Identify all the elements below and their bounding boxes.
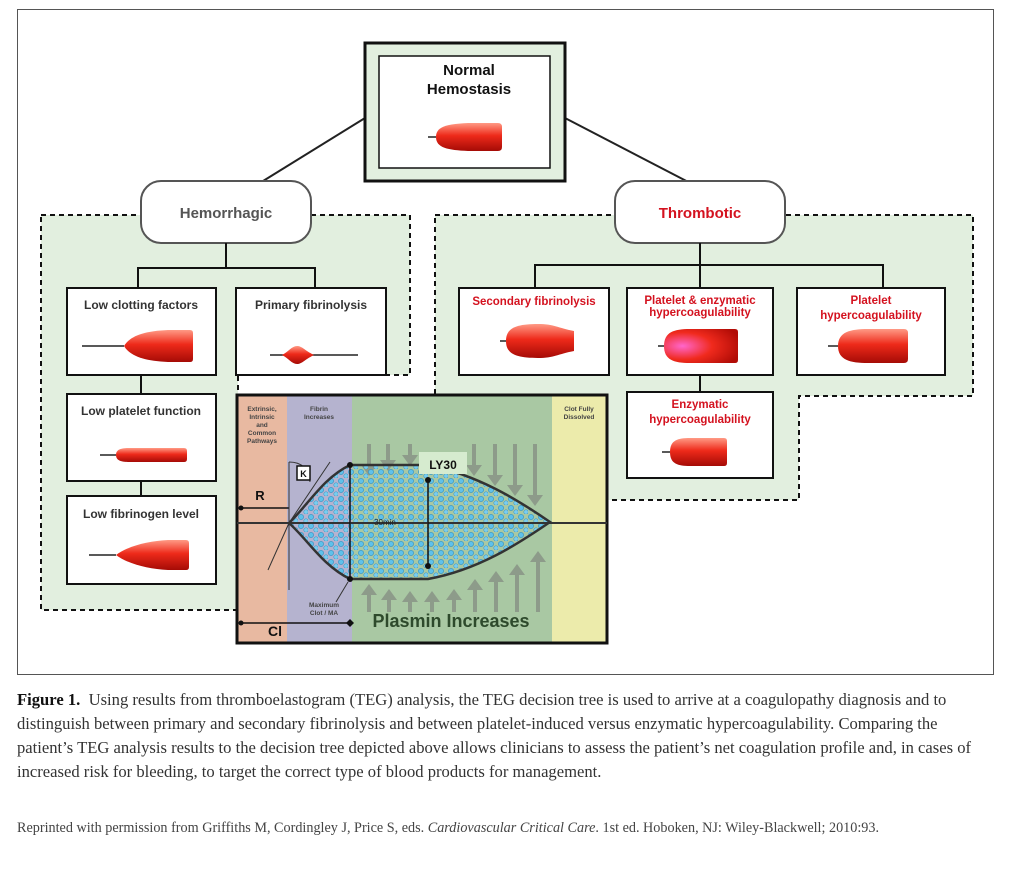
teg-cl-label: Cl (268, 623, 282, 639)
platelet-hypercoagulability-clot-icon (828, 329, 908, 363)
teg-plasmin-label: Plasmin Increases (372, 611, 529, 631)
hemorrhagic-title: Hemorrhagic (180, 205, 273, 222)
teg-zone4-label-1: Clot Fully (564, 406, 594, 413)
low-clotting-factors-label: Low clotting factors (84, 298, 198, 312)
platelet-hypercoagulability-label-2: hypercoagulability (820, 310, 922, 322)
primary-fibrinolysis-clot-icon (270, 346, 358, 364)
enzymatic-clot-icon (662, 438, 727, 466)
platelet-enzymatic-label-2: hypercoagulability (649, 307, 751, 319)
credit-suffix: . 1st ed. Hoboken, NJ: Wiley-Blackwell; … (595, 820, 880, 836)
teg-zone1-label-2: Intrinsic (249, 414, 275, 421)
figure-frame: Normal Hemostasis Hemorrhagic Thrombotic… (17, 9, 994, 675)
credit-book-title: Cardiovascular Critical Care (427, 820, 596, 836)
low-fibrinogen-level-box (66, 495, 217, 585)
teg-tracing-panel (235, 393, 609, 645)
figure-credit: Reprinted with permission from Griffiths… (17, 818, 977, 839)
low-fibrinogen-clot-icon (89, 540, 189, 570)
figure-caption-text: Using results from thromboelastogram (TE… (17, 690, 972, 781)
teg-decision-tree-diagram: Normal Hemostasis Hemorrhagic Thrombotic… (40, 41, 974, 645)
platelet-enzymatic-label-1: Platelet & enzymatic (644, 295, 756, 307)
teg-ma-label-2: Clot / MA (310, 610, 338, 617)
teg-zone1-label-4: Common (248, 430, 276, 437)
platelet-enzymatic-clot-icon (658, 329, 738, 363)
figure-caption-label: Figure 1. (17, 690, 81, 709)
teg-zone1-label-5: Pathways (247, 438, 277, 445)
primary-fibrinolysis-box (235, 287, 387, 376)
teg-zone4-label-2: Dissolved (564, 414, 595, 421)
normal-hemostasis-title: Normal (443, 62, 495, 79)
connector-line (254, 117, 366, 187)
thrombotic-tree-connectors (534, 243, 884, 392)
platelet-hypercoagulability-label-1: Platelet (851, 295, 892, 307)
low-clotting-clot-icon (82, 330, 193, 362)
teg-zone2-label-1: Fibrin (310, 406, 328, 413)
teg-zone1-label-3: and (256, 422, 268, 429)
low-platelet-function-box (66, 393, 217, 482)
enzymatic-hypercoagulability-label-2: hypercoagulability (649, 414, 751, 426)
teg-r-label: R (255, 488, 265, 503)
hemorrhagic-tree-connectors (137, 243, 316, 496)
enzymatic-hypercoagulability-label-1: Enzymatic (672, 399, 729, 411)
connector-line (564, 117, 697, 187)
low-platelet-function-label: Low platelet function (81, 404, 201, 418)
teg-ma-label-1: Maximum (309, 602, 339, 609)
figure-caption: Figure 1. Using results from thromboelas… (17, 688, 977, 784)
teg-ly30-label: LY30 (429, 458, 457, 472)
teg-zone2-label-2: Increases (304, 414, 334, 421)
teg-zone1-label-1: Extrinsic, (247, 406, 276, 413)
teg-k-label: K (300, 469, 307, 479)
thrombotic-title: Thrombotic (659, 205, 742, 222)
normal-hemostasis-title-2: Hemostasis (427, 81, 511, 98)
credit-prefix: Reprinted with permission from Griffiths… (17, 820, 428, 836)
secondary-fibrinolysis-label: Secondary fibrinolysis (472, 296, 595, 308)
secondary-fibrinolysis-clot-icon (500, 324, 574, 358)
low-platelet-clot-icon (100, 448, 187, 462)
primary-fibrinolysis-label: Primary fibrinolysis (255, 298, 367, 312)
normal-clot-icon (428, 123, 502, 151)
teg-30min-label: 30min (374, 518, 396, 527)
low-fibrinogen-level-label: Low fibrinogen level (83, 507, 199, 521)
